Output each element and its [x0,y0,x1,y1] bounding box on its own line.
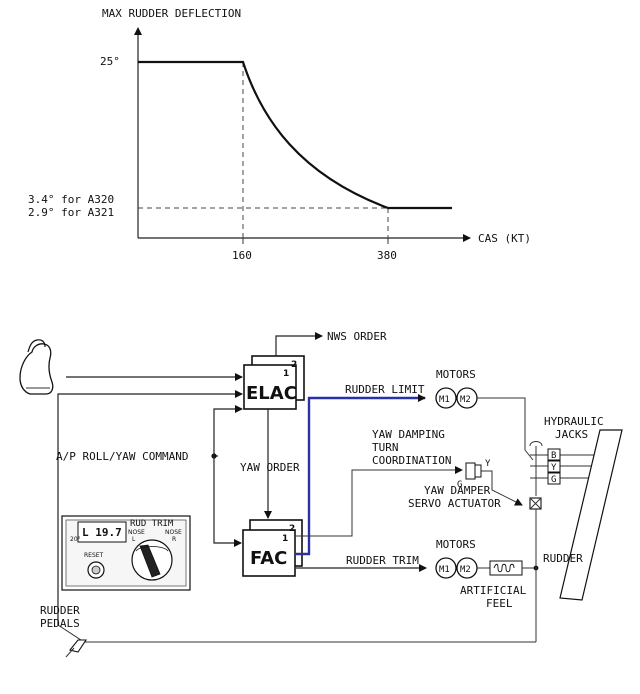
motor-top-to-jacks-line [477,397,534,461]
rudder-pedal-icon [65,639,88,658]
trim-l: L [132,536,136,543]
rudder-trim-label: RUDDER TRIM [346,554,419,567]
artificial-feel-spring-icon [489,560,523,576]
jack-g: G [551,475,556,485]
yaw-damper-label-1: YAW DAMPER [424,484,491,497]
elac-num-1: 1 [283,369,289,379]
motor-bottom-m2: M2 [456,557,478,579]
y-tick-high: 25° [100,55,120,68]
deflection-graph: MAX RUDDER DEFLECTION CAS (KT) 25° 3.4° … [28,7,531,262]
ap-to-fac-line [213,456,242,547]
rudder-label: RUDDER [543,552,583,565]
yaw-damping-label: YAW DAMPING [372,428,445,441]
jacks-label: JACKS [555,428,588,441]
elac-num-2: 2 [291,360,297,370]
y-tick-low-a321: 2.9° for A321 [28,206,114,219]
yaw-damper-label-2: SERVO ACTUATOR [408,497,501,510]
y-tick-low-a320: 3.4° for A320 [28,193,114,206]
yaw-order-label: YAW ORDER [240,461,300,474]
jack-y: Y [551,463,557,473]
elac-box: 2 1 ELAC [243,355,305,410]
trim-nose-right: NOSE [165,529,182,536]
motors-top-label: MOTORS [436,368,476,381]
hydraulic-label: HYDRAULIC [544,415,604,428]
trim-display: L 19.7 [82,526,122,539]
pedal-cable-join [57,624,85,643]
trim-r: R [172,536,176,543]
svg-text:M1: M1 [439,395,450,405]
trim-panel-title: RUD TRIM [130,519,174,529]
turn-label: TURN [372,441,399,454]
yaw-damper-g: G [457,480,462,490]
ap-to-elac-line [213,405,243,456]
fac-to-yaw-damper-line [296,466,463,537]
trim-reset-button[interactable] [87,561,105,579]
rudder-system-diagram: 2 1 ELAC 2 1 FAC NWS ORDER A/P ROLL/YAW … [19,330,623,658]
coordination-label: COORDINATION [372,454,451,467]
svg-text:M2: M2 [460,565,471,575]
feel-label: FEEL [486,597,513,610]
yaw-damper-actuator: G Y [457,459,523,506]
rudder-limit-label: RUDDER LIMIT [345,383,425,396]
jack-b: B [551,451,556,461]
artificial-label: ARTIFICIAL [460,584,527,597]
yaw-damper-y: Y [485,459,491,469]
fac-num-1: 1 [282,534,288,544]
svg-text:M2: M2 [460,395,471,405]
fac-box: 2 1 FAC [242,519,303,577]
nws-order-label: NWS ORDER [327,330,387,343]
motor-bottom-m1: M1 [435,557,457,579]
nws-order-line [275,332,323,356]
trim-nose-left: NOSE [128,529,145,536]
deflection-curve [138,60,452,210]
motor-top-m1: M1 [435,387,457,409]
rudder-trim-panel: L 19.7 20° RUD TRIM NOSE NOSE L R RESET [61,515,191,591]
sidestick-icon [19,339,54,395]
svg-text:M1: M1 [439,565,450,575]
fac-num-2: 2 [289,524,295,534]
rudder-limit-line [296,394,426,556]
elac-label: ELAC [246,383,297,404]
rudder-surface-icon [559,429,623,601]
ap-command-label: A/P ROLL/YAW COMMAND [56,450,188,463]
rudder-pedals-label-2: PEDALS [40,617,80,630]
fac-label: FAC [250,548,287,569]
motors-bottom-label: MOTORS [436,538,476,551]
x-tick-380: 380 [377,249,397,262]
y-axis-label: MAX RUDDER DEFLECTION [102,7,241,20]
pedal-to-elac-line [57,390,243,625]
rudder-pedals-label-1: RUDDER [40,604,80,617]
motor-top-m2: M2 [456,387,478,409]
trim-deg-label: 20° [70,536,81,543]
trim-rotary-knob[interactable] [131,539,173,581]
trim-reset-label: RESET [84,552,104,559]
x-tick-160: 160 [232,249,252,262]
x-axis-label: CAS (KT) [478,232,531,245]
